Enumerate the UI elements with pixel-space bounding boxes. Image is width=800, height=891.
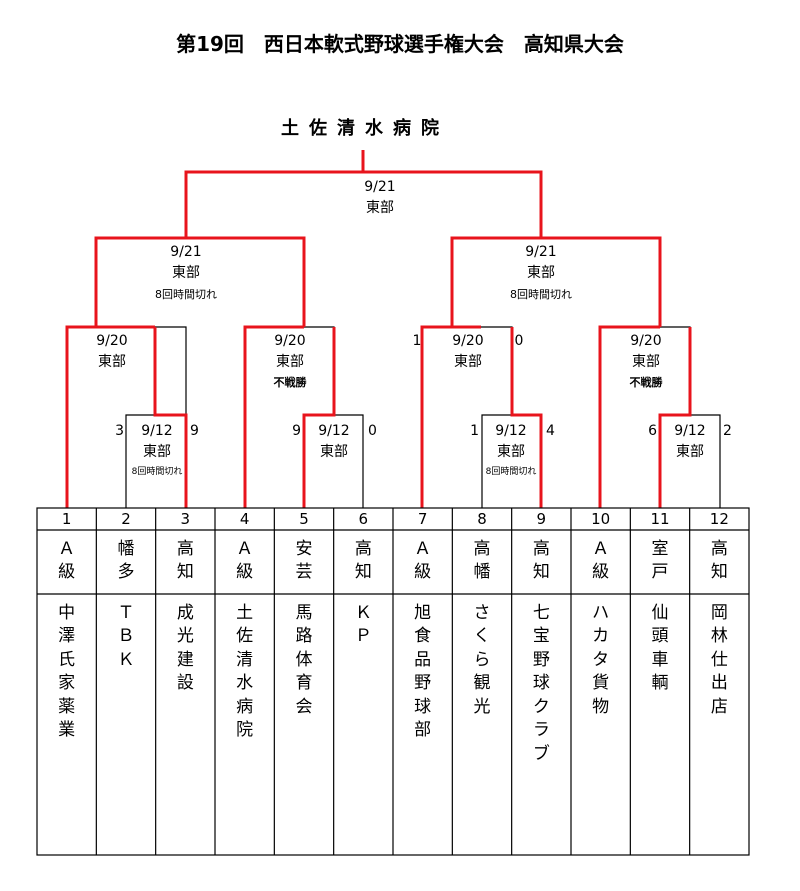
team-number: 1 — [61, 510, 72, 528]
r1-d-venue: 東部 — [676, 444, 704, 460]
team-name: 旭食品野球部 — [414, 603, 432, 741]
winner-path-4 — [243, 325, 304, 508]
team-region: 高知 — [532, 539, 550, 583]
team-number: 8 — [477, 510, 487, 528]
semi-a-date: 9/21 — [170, 244, 202, 260]
team-region: 高知 — [176, 539, 194, 583]
semi-b-date: 9/21 — [525, 244, 557, 260]
winner-path-lines — [65, 150, 692, 508]
r1-a-date: 9/12 — [141, 423, 173, 439]
winner-path-3 — [153, 327, 188, 508]
team-region: 室戸 — [651, 539, 669, 583]
r2-b-note: 不戦勝 — [273, 376, 307, 389]
semi-path-b — [450, 236, 662, 327]
winner-path-7 — [420, 325, 481, 508]
r1-b-score-left: 9 — [292, 423, 301, 439]
r2-c-score-left: 1 — [412, 333, 422, 349]
r1-a-venue: 東部 — [143, 444, 171, 460]
r2-c-venue: 東部 — [454, 354, 482, 370]
r1-a-note: 8回時間切れ — [131, 467, 183, 477]
r2-d-bracket — [660, 326, 691, 415]
r2-a-bracket — [155, 326, 187, 415]
r1-c-score-left: 1 — [470, 423, 479, 439]
final-date: 9/21 — [364, 179, 396, 195]
team-name: 土佐清水病院 — [236, 603, 254, 741]
r2-d-date: 9/20 — [630, 333, 662, 349]
team-name: さくら観光 — [473, 603, 491, 717]
team-table-grid — [36, 507, 750, 856]
winner-path-10 — [598, 325, 660, 508]
r2-d-venue: 東部 — [632, 354, 660, 370]
r2-b-venue: 東部 — [276, 354, 304, 370]
semi-b-note: 8回時間切れ — [510, 288, 572, 301]
team-number: 5 — [299, 510, 309, 528]
team-name: 岡林仕出店 — [710, 603, 728, 717]
r1-c-date: 9/12 — [495, 423, 527, 439]
champion-name: 土佐清水病院 — [281, 118, 449, 139]
winner-path-5 — [302, 327, 336, 508]
team-number: 4 — [239, 510, 250, 528]
team-name: ハカタ貨物 — [592, 603, 610, 717]
team-number: 3 — [180, 510, 191, 528]
r1-c-score-right: 4 — [546, 423, 555, 439]
r2-b-bracket — [304, 326, 335, 415]
page-title: 第19回 西日本軟式野球選手権大会 高知県大会 — [176, 32, 624, 56]
r2-a-date: 9/20 — [96, 333, 128, 349]
team-region: 高幡 — [473, 539, 491, 583]
semi-a-venue: 東部 — [172, 265, 200, 281]
team-number: 2 — [121, 510, 131, 528]
winner-path-9 — [510, 327, 543, 508]
r1-a-score-left: 3 — [115, 423, 124, 439]
team-region: 幡多 — [117, 539, 135, 583]
team-number: 9 — [536, 510, 547, 528]
r1-b-score-right: 0 — [368, 423, 377, 439]
r1-d-score-right: 2 — [723, 423, 732, 439]
r1-a-score-right: 9 — [190, 423, 199, 439]
semi-b-venue: 東部 — [527, 265, 555, 281]
r1-d-date: 9/12 — [674, 423, 706, 439]
winner-path-1 — [65, 325, 155, 508]
r2-c-bracket — [481, 326, 513, 415]
team-number: 7 — [417, 510, 428, 528]
team-name: 仙頭車輌 — [651, 603, 669, 694]
team-name: 馬路体育会 — [295, 603, 313, 717]
final-venue: 東部 — [366, 200, 394, 216]
r2-d-note: 不戦勝 — [629, 376, 663, 389]
r2-c-date: 9/20 — [452, 333, 484, 349]
r1-c-note: 8回時間切れ — [485, 467, 537, 477]
r2-b-date: 9/20 — [274, 333, 306, 349]
team-region: 安芸 — [295, 539, 313, 583]
semi-path-a — [94, 236, 306, 327]
team-name: 七宝野球クラブ — [532, 603, 550, 764]
winner-path-11 — [658, 327, 692, 508]
team-name: 中澤氏家薬業 — [58, 603, 76, 741]
team-number: 12 — [709, 510, 729, 528]
team-region: 高知 — [710, 539, 728, 583]
r2-a-venue: 東部 — [98, 354, 126, 370]
r2-c-score-right: 0 — [514, 333, 524, 349]
r1-c-venue: 東部 — [497, 444, 525, 460]
team-number: 11 — [650, 510, 670, 528]
team-number: 6 — [358, 510, 369, 528]
r1-b-venue: 東部 — [320, 444, 348, 460]
r1-d-score-left: 6 — [648, 423, 657, 439]
r1-b-date: 9/12 — [318, 423, 350, 439]
team-name: 成光建設 — [176, 603, 194, 694]
semi-a-note: 8回時間切れ — [155, 288, 217, 301]
team-number: 10 — [591, 510, 611, 528]
team-region: 高知 — [354, 539, 372, 583]
